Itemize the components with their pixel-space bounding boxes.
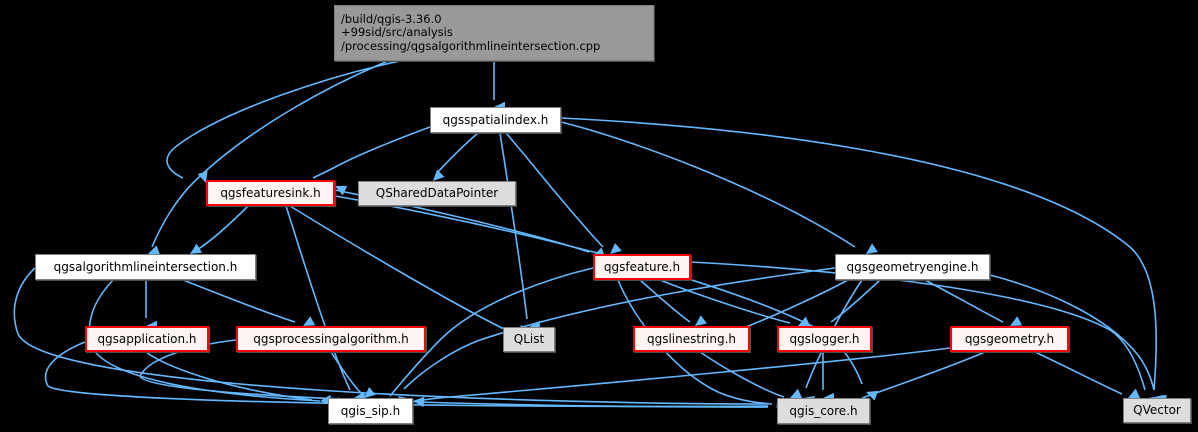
graph-node-qgsspatialindex[interactable]: qgsspatialindex.h [430, 107, 561, 133]
graph-node-label: QVector [1133, 403, 1181, 418]
graph-node-label: qgsapplication.h [97, 331, 197, 346]
graph-node-qgsfeaturesink[interactable]: qgsfeaturesink.h [206, 180, 335, 206]
edge-qgsspatialindex-to-qgsgeometryengine [560, 121, 856, 248]
arrowhead-root-to-qgsalgorithmlineintersection [148, 245, 161, 256]
graph-node-qgslinestring[interactable]: qgslinestring.h [633, 326, 750, 352]
graph-node-label: qgsfeature.h [603, 259, 681, 274]
edge-qgsspatialindex-to-qgsfeaturesink [312, 126, 431, 179]
edge-qgsprocessingalgorithm-to-qgis_sip [330, 351, 362, 394]
graph-node-label: qgis_core.h [789, 403, 858, 418]
edge-qgsfeature-to-qgslogger [659, 279, 791, 324]
edge-qgsalgorithmlineintersection-to-qgsprocessingalgorithm [182, 279, 296, 323]
graph-node-qgsgeometryengine[interactable]: qgsgeometryengine.h [835, 254, 990, 280]
edge-qgsfeaturesink-to-qgsalgorithmlineintersection [196, 205, 249, 251]
edge-qgsspatialindex-to-qlist [499, 132, 528, 320]
graph-node-qgis_core[interactable]: qgis_core.h [777, 398, 870, 424]
edge-qgsgeometryengine-to-qgis_sip [403, 267, 836, 390]
arrowhead-qgsfeature-to-qgslinestring [695, 315, 707, 326]
edge-qgsspatialindex-to-qvector [560, 117, 1158, 391]
edge-qgslinestring-to-qgis_core [699, 351, 785, 398]
edge-qgsfeaturesink-to-qgis_sip [285, 205, 351, 391]
arrowhead-qgsspatialindex-to-qshareddatapointer [433, 169, 445, 181]
arrowhead-qgsspatialindex-to-qgsgeometryengine [866, 243, 878, 254]
arrowhead-qgsprocessingalgorithm-to-qgis_sip [364, 386, 376, 398]
graph-node-label: qgis_sip.h [340, 403, 401, 418]
arrowhead-qgsspatialindex-to-qgsfeaturesink [335, 185, 348, 196]
graph-node-qgslogger[interactable]: qgslogger.h [777, 326, 872, 352]
edge-qgsfeature-to-qvector [690, 261, 1146, 391]
edge-qgsspatialindex-to-qshareddatapointer [435, 132, 479, 175]
edge-qgsspatialindex-to-qgsfeature [505, 132, 604, 248]
edge-qgsfeature-to-qgis_core [617, 279, 773, 405]
graph-node-qshareddatapointer[interactable]: QSharedDataPointer [358, 181, 516, 206]
graph-node-qgsgeometry[interactable]: qgsgeometry.h [950, 326, 1069, 352]
graph-node-qgsalgorithmlineintersection[interactable]: qgsalgorithmlineintersection.h [35, 254, 256, 280]
arrowhead-qgsspatialindex-to-qgsfeature [610, 242, 622, 254]
graph-node-qgsapplication[interactable]: qgsapplication.h [85, 326, 209, 352]
graph-node-label: qgslinestring.h [646, 331, 736, 346]
graph-node-label: qgsspatialindex.h [442, 112, 549, 127]
graph-node-label: QList [513, 332, 545, 347]
graph-node-label: /build/qgis-3.36.0 +99sid/src/analysis /… [341, 11, 601, 53]
edge-qgsfeaturesink-to-qlist [289, 205, 507, 331]
edge-qgsgeometry-to-qgis_sip [419, 347, 951, 401]
edge-qgsfeature-to-qgslinestring [639, 279, 691, 323]
graph-node-qlist[interactable]: QList [503, 327, 555, 352]
graph-node-root[interactable]: /build/qgis-3.36.0 +99sid/src/analysis /… [334, 5, 654, 61]
arrowhead-qgsgeometry-to-qgis_sip [413, 396, 425, 408]
arrowhead-qgslinestring-to-qgis_core [790, 388, 803, 399]
graph-node-label: qgsfeaturesink.h [220, 185, 321, 200]
graph-node-qgsprocessingalgorithm[interactable]: qgsprocessingalgorithm.h [236, 326, 426, 352]
graph-node-label: QSharedDataPointer [375, 186, 499, 201]
graph-node-qvector[interactable]: QVector [1123, 398, 1191, 423]
edge-qgsgeometryengine-to-qvector [989, 274, 1155, 391]
edge-root-to-qgsfeaturesink [166, 60, 401, 179]
graph-node-label: qgsgeometryengine.h [846, 259, 979, 274]
arrowhead-qgsfeaturesink-to-qgis_core [866, 390, 879, 401]
edge-qgsgeometryengine-to-qgslinestring [737, 279, 849, 331]
edge-qgsprocessingalgorithm-to-qgis_core [139, 339, 769, 408]
edge-qgsgeometry-to-qvector [1034, 351, 1123, 395]
edge-qgsfeature-to-qgis_sip [389, 267, 594, 397]
edge-qgsfeaturesink-to-qgis_core [334, 195, 863, 385]
graph-node-qgsfeature[interactable]: qgsfeature.h [593, 254, 691, 280]
graph-node-qgis_sip[interactable]: qgis_sip.h [328, 398, 413, 424]
arrowhead-qgsfeature-to-qgslogger [798, 316, 811, 327]
arrowhead-qgsalgorithmlineintersection-to-qgsprocessingalgorithm [303, 316, 316, 326]
graph-node-label: qgsgeometry.h [964, 331, 1055, 346]
graph-node-label: qgsprocessingalgorithm.h [253, 331, 409, 346]
edge-root-to-qgsalgorithmlineintersection [151, 60, 389, 248]
graph-node-label: qgsalgorithmlineintersection.h [53, 259, 238, 274]
arrowhead-qgsgeometryengine-to-qgsgeometry [1010, 316, 1023, 326]
edge-qgsgeometryengine-to-qgsgeometry [924, 279, 1004, 323]
edge-qgsgeometry-to-qgis_core [861, 351, 986, 399]
arrowhead-qgsfeaturesink-to-qgsalgorithmlineintersection [190, 243, 203, 254]
graph-node-label: qgslogger.h [789, 331, 860, 346]
edge-qgsalgorithmlineintersection-to-qgis_sip [88, 279, 321, 402]
arrowhead-root-to-qgsfeaturesink [197, 170, 208, 183]
edge-qgsalgorithmlineintersection-to-qgis_core [13, 267, 769, 405]
edge-qgsgeometryengine-to-qgslogger [830, 279, 881, 323]
arrowhead-qgsgeometry-to-qvector [1128, 388, 1141, 399]
